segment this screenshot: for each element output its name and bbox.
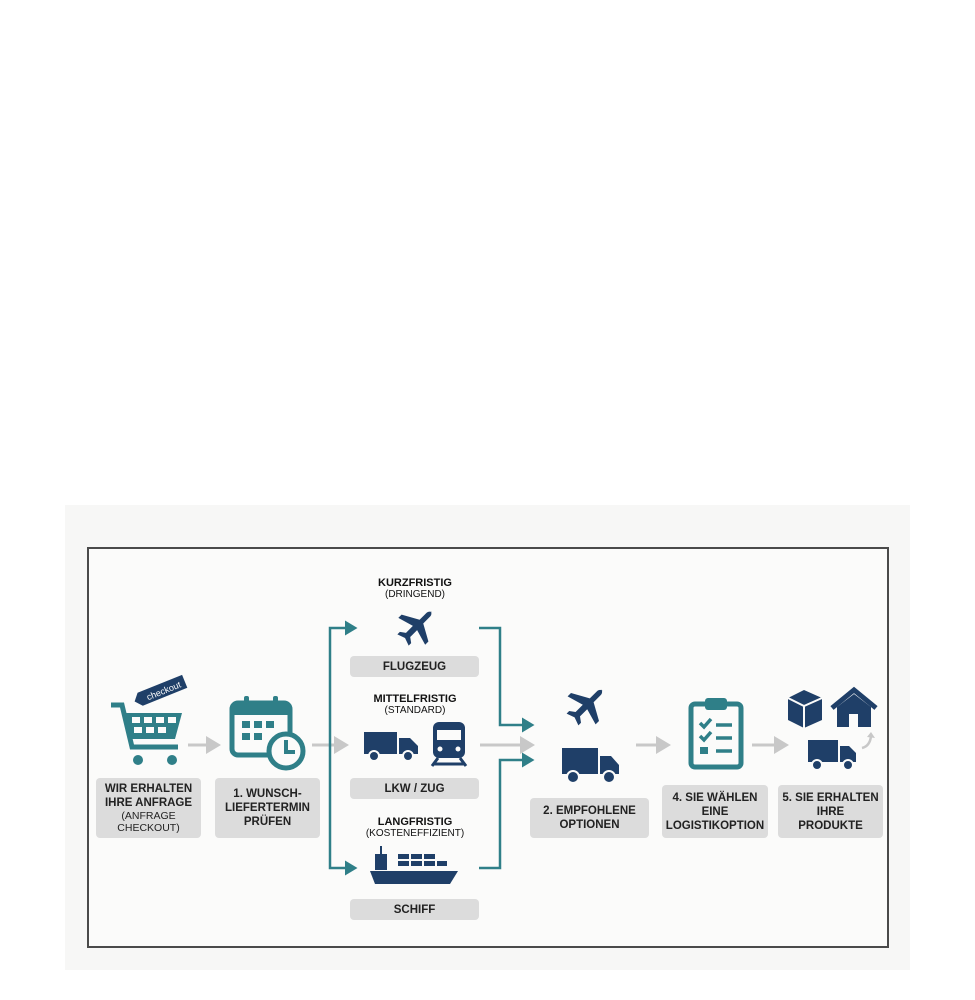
shopping-cart-icon: checkout [111, 674, 188, 765]
step-recommend-label: 2. EMPFOHLENE OPTIONEN [530, 798, 649, 838]
step-receive-label: WIR ERHALTEN IHRE ANFRAGE (ANFRAGE CHECK… [96, 778, 201, 838]
airplane-icon [397, 610, 433, 646]
calendar-clock-icon [229, 696, 306, 771]
option-long-label: SCHIFF [350, 899, 479, 920]
option-short-caption: KURZFRISTIG(DRINGEND) [335, 577, 495, 601]
option-medium-sub: (STANDARD) [384, 705, 446, 716]
step-receive-sub: (ANFRAGE CHECKOUT) [117, 810, 180, 834]
airplane-icon [566, 689, 603, 726]
option-medium-label: LKW / ZUG [350, 778, 479, 799]
option-long-sub: (KOSTENEFFIZIENT) [365, 828, 465, 839]
option-long-title: LANGFRISTIG [377, 816, 453, 828]
option-short-sub: (DRINGEND) [385, 589, 445, 600]
option-long-caption: LANGFRISTIG(KOSTENEFFIZIENT) [335, 816, 495, 840]
option-medium-title: MITTELFRISTIG [373, 693, 457, 705]
step-check-label: 1. WUNSCH- LIEFERTERMIN PRÜFEN [215, 778, 320, 838]
package-house-truck-icon [787, 686, 878, 771]
branch-right-bottom [479, 752, 535, 870]
option-medium-caption: MITTELFRISTIG(STANDARD) [335, 693, 495, 717]
option-short-title: KURZFRISTIG [378, 577, 452, 589]
branch-right-top [479, 626, 535, 733]
ship-icon [370, 846, 458, 884]
step-receive-title: WIR ERHALTEN IHRE ANFRAGE [104, 783, 193, 809]
truck-icon [562, 748, 619, 784]
option-short-label: FLUGZEUG [350, 656, 479, 677]
clipboard-checklist-icon [688, 698, 744, 770]
step-deliver-label: 5. SIE ERHALTEN IHRE PRODUKTE [778, 785, 883, 838]
step-choose-label: 4. SIE WÄHLEN EINE LOGISTIKOPTION [662, 785, 768, 838]
truck-train-icon [364, 722, 468, 767]
